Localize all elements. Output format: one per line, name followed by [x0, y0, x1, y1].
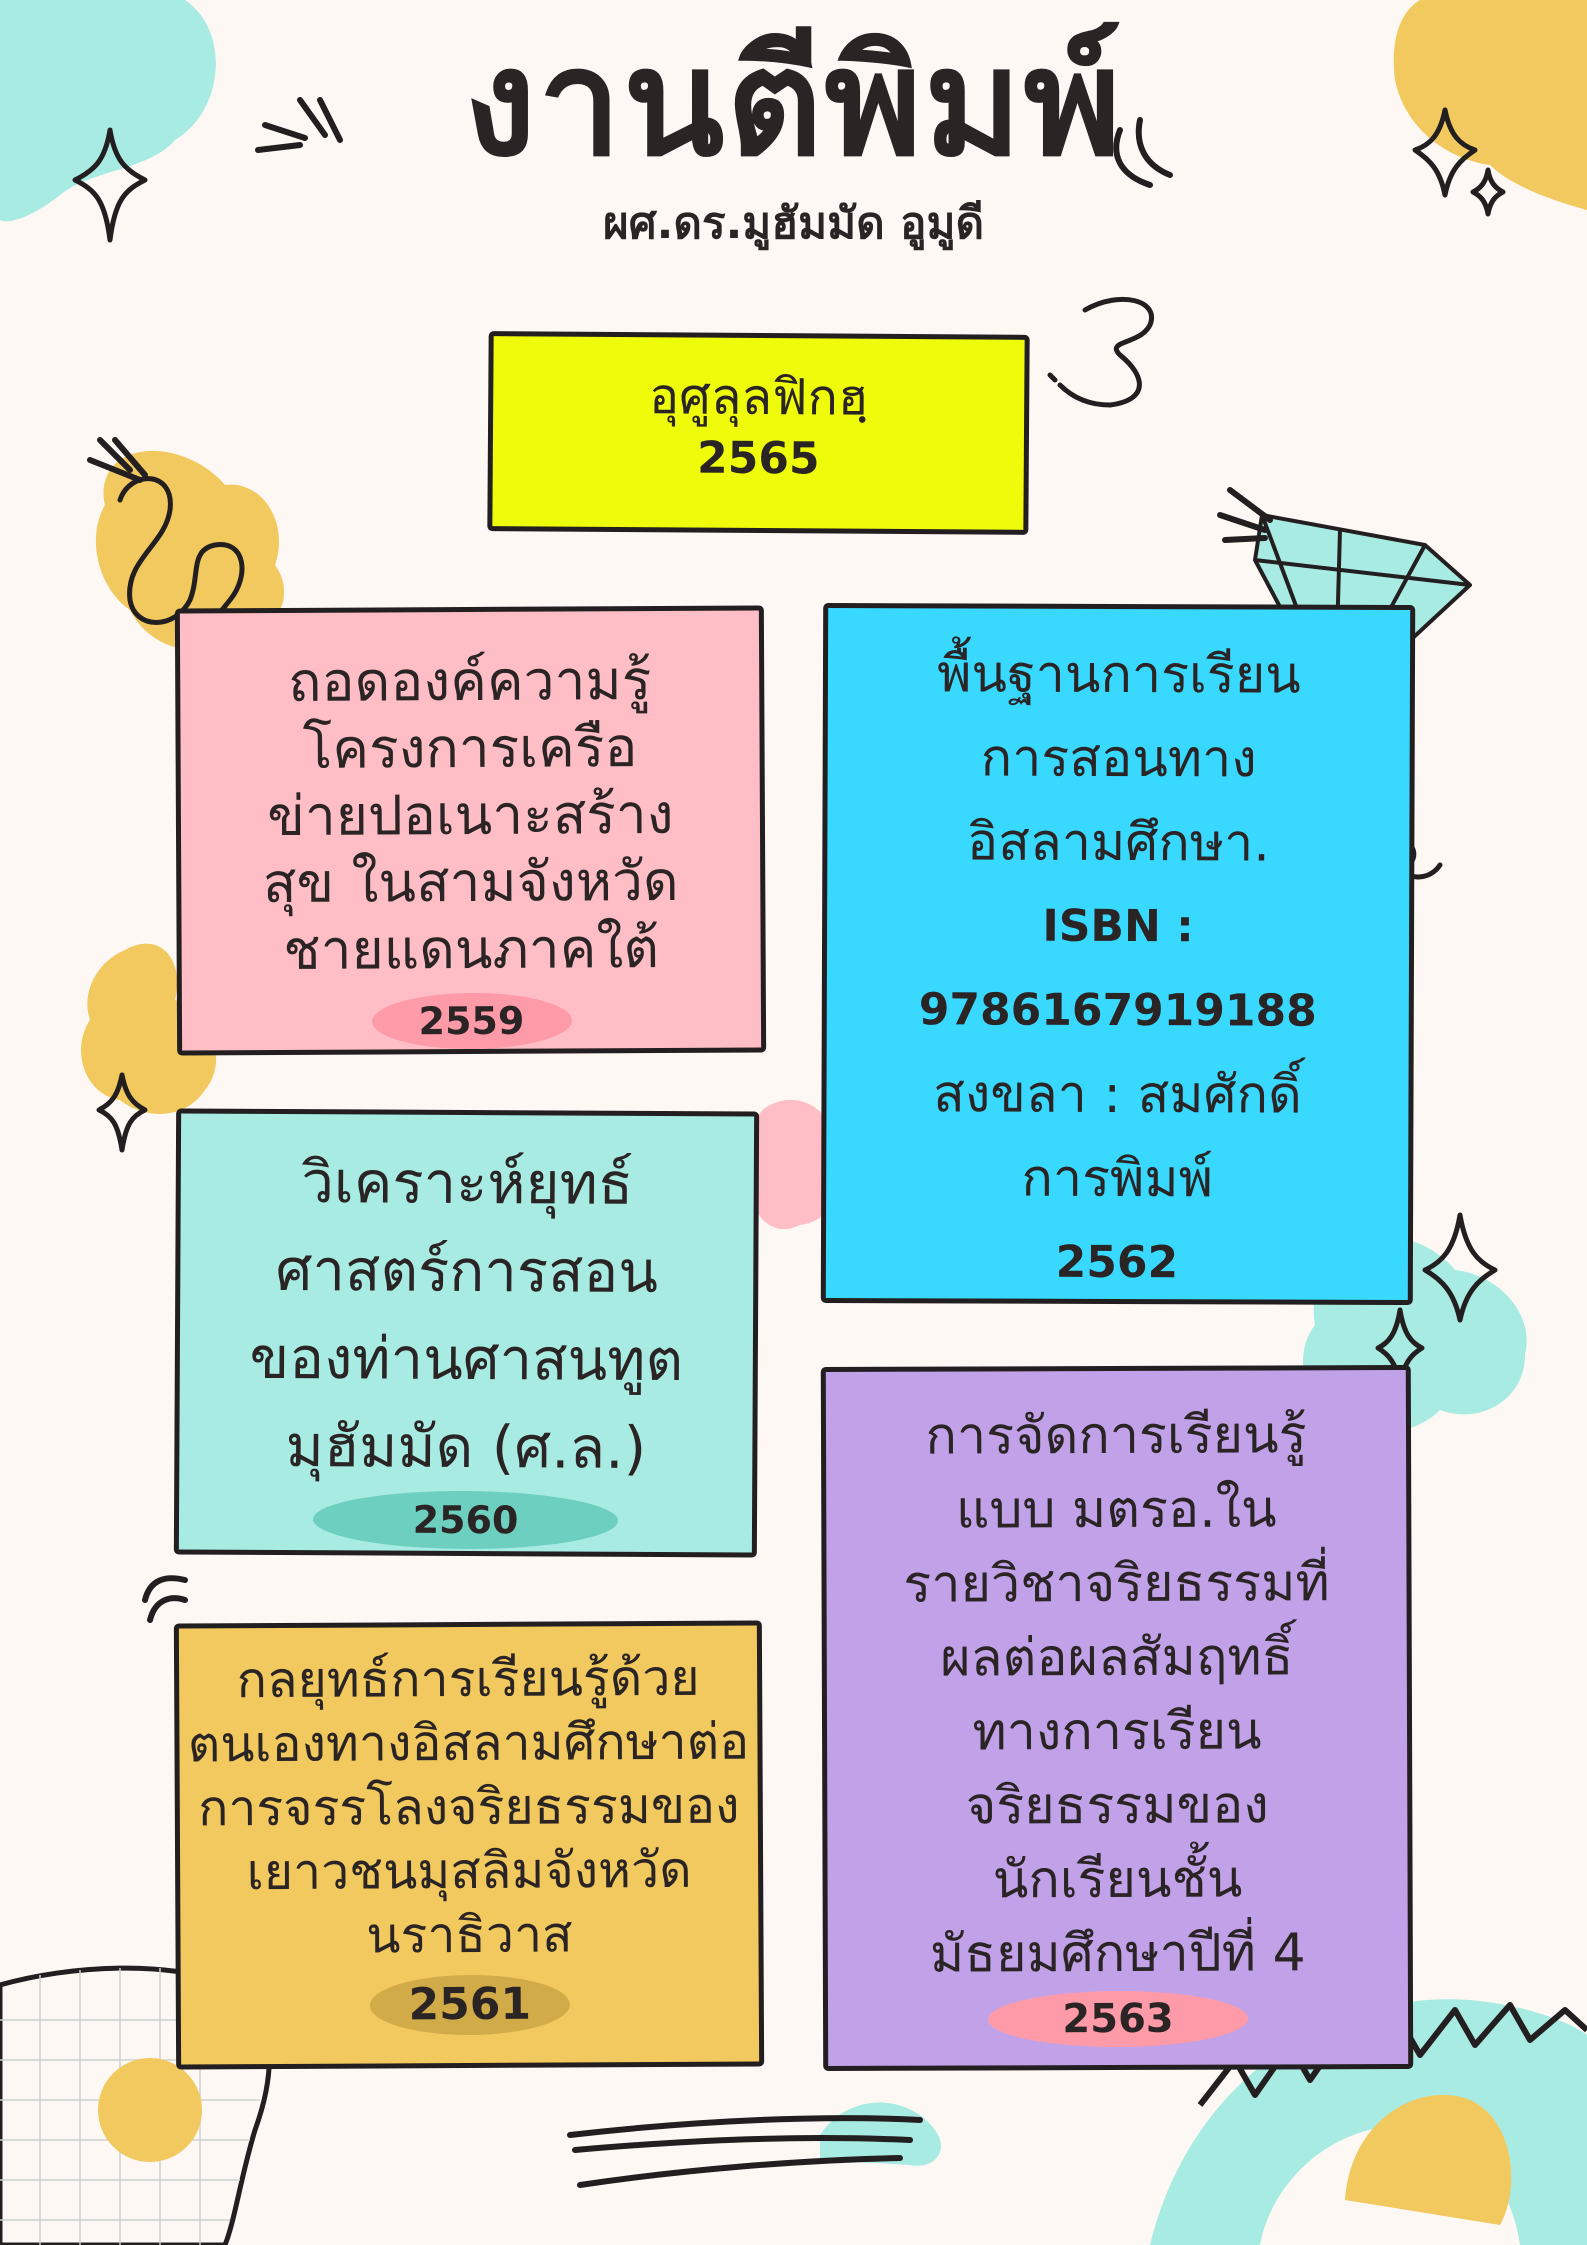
publication-title-line: ข่ายปอเนาะสร้าง: [267, 781, 674, 849]
publisher-line: การพิมพ์: [1021, 1148, 1214, 1210]
grid-lines: [0, 1968, 260, 2245]
mustard-semicircle: [1345, 2094, 1512, 2225]
page-title: งานตีพิมพ์: [463, 17, 1124, 189]
publication-title-line: ของท่านศาสนทูต: [249, 1323, 684, 1395]
publication-title-line: การจัดการเรียนรู้: [925, 1405, 1307, 1467]
publication-title-line: ทางการเรียน: [972, 1701, 1262, 1763]
publication-title-line: ชายแดนภาคใต้: [283, 916, 660, 982]
publication-title-line: ถอดองค์ความรู้: [288, 648, 652, 714]
publication-year: 2565: [696, 432, 820, 485]
author-name: ผศ.ดร.มูฮัมมัด อูมูดี: [602, 198, 985, 249]
publication-title-line: สุข ในสามจังหวัด: [262, 848, 679, 916]
publication-title-line: อุศูลุลฟิกฮฺ: [648, 367, 869, 427]
mustard-blob-mid-left: [81, 943, 217, 1114]
publication-title-line: รายวิชาจริยธรรมที่: [903, 1553, 1330, 1615]
isbn-label: ISBN :: [1042, 900, 1194, 953]
egg-yolk: [98, 2058, 202, 2162]
mustard-blob-left: [95, 450, 285, 650]
publication-card-2560: วิเคราะห์ยุทธ์ ศาสตร์การสอน ของท่านศาสนท…: [173, 1108, 760, 1558]
publication-title-line: พื้นฐานการเรียน: [937, 644, 1301, 706]
publication-card-2561: กลยุทธ์การเรียนรู้ด้วย ตนเองทางอิสลามศึก…: [173, 1620, 765, 2070]
publisher-line: สงขลา : สมศักดิ์: [933, 1064, 1302, 1126]
publication-title-line: การสอนทาง: [980, 728, 1257, 790]
publication-title-line: ตนเองทางอิสลามศึกษาต่อ: [187, 1712, 750, 1774]
publication-card-2562: พื้นฐานการเรียน การสอนทาง อิสลามศึกษา. I…: [820, 602, 1416, 1306]
accent-strokes: [87, 97, 1273, 2188]
mint-blob-top-left: [0, 0, 216, 222]
publication-title-line: วิเคราะห์ยุทธ์: [301, 1148, 634, 1218]
publication-title-line: กลยุทธ์การเรียนรู้ด้วย: [236, 1648, 700, 1710]
publication-card-2559: ถอดองค์ความรู้ โครงการเครือ ข่ายปอเนาะสร…: [174, 605, 767, 1056]
publication-title-line: ผลต่อผลสัมฤทธิ์: [940, 1627, 1294, 1689]
publication-title-line: ศาสตร์การสอน: [275, 1236, 659, 1307]
publication-title-line: มุฮัมมัด (ศ.ล.): [285, 1412, 647, 1482]
publication-card-2565: อุศูลุลฟิกฮฺ 2565: [487, 331, 1030, 535]
mustard-blob-top-right: [1393, 0, 1587, 210]
publication-title-line: นักเรียนชั้น: [992, 1849, 1243, 1911]
year-badge: 2561: [369, 1974, 570, 2036]
publication-title-line: แบบ มตรอ.ใน: [955, 1479, 1277, 1541]
year-badge: 2560: [312, 1490, 619, 1550]
year-badge: 2559: [371, 992, 572, 1050]
pink-blob-middle: [747, 1099, 844, 1229]
publication-title-line: การจรรโลงจริยธรรมของ: [197, 1776, 740, 1838]
publication-card-2563: การจัดการเรียนรู้ แบบ มตรอ.ใน รายวิชาจริ…: [820, 1364, 1414, 2072]
publication-title-line: อิสลามศึกษา.: [966, 812, 1270, 874]
year-badge: 2563: [987, 1990, 1249, 2048]
publication-title-line: นราธิวาส: [366, 1905, 573, 1965]
publication-title-line: มัธยมศึกษาปีที่ 4: [929, 1923, 1306, 1985]
year-label: 2562: [1055, 1236, 1179, 1289]
publication-title-line: จริยธรรมของ: [965, 1775, 1269, 1837]
mint-arc-bottom-right: [1150, 1999, 1587, 2245]
publication-title-line: เยาวชนมุสลิมจังหวัด: [246, 1840, 692, 1902]
isbn-number: 9786167919188: [918, 984, 1317, 1037]
publication-title-line: โครงการเครือ: [302, 715, 638, 781]
